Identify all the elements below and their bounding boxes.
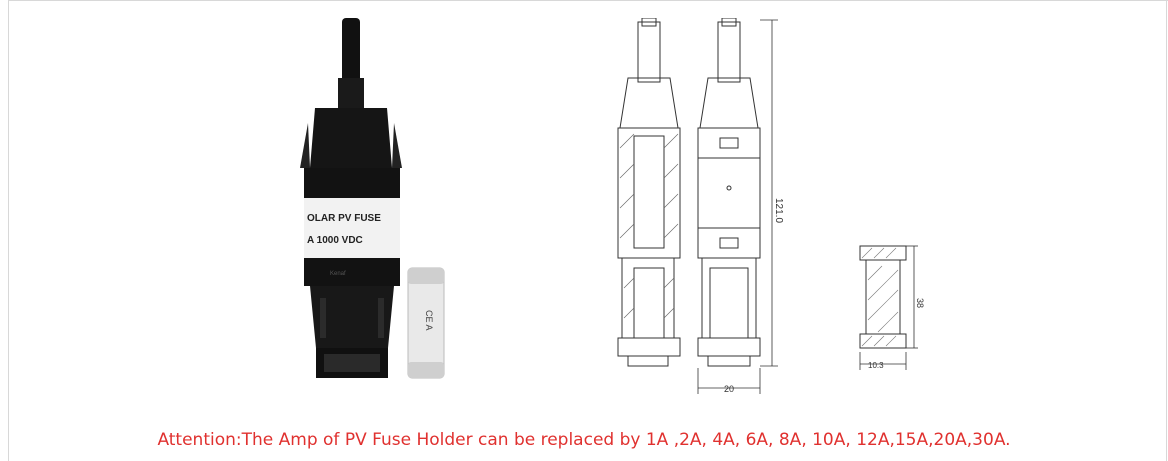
fuse-holder-photo: OLAR PV FUSE A 1000 VDC Kenaf CE A	[300, 18, 445, 379]
photo-brand-mark: Kenaf	[330, 271, 346, 277]
content-frame	[8, 0, 1168, 461]
fuse-dimension-height: 38	[915, 298, 925, 308]
photo-label-line-1: OLAR PV FUSE	[307, 213, 381, 224]
attention-caption: Attention:The Amp of PV Fuse Holder can …	[157, 430, 1011, 450]
fuse-dimension-width: 10.3	[868, 361, 884, 370]
svg-text:CE A: CE A	[424, 310, 434, 331]
dimension-width: 20	[724, 384, 734, 394]
fuse-technical-drawing: 38 10.3	[859, 245, 925, 370]
photo-label-line-2: A 1000 VDC	[307, 235, 363, 246]
content-frame-right-edge	[1166, 0, 1167, 461]
dimension-height: 121.0	[773, 198, 784, 223]
fuse-holder-technical-drawing: 121.0 20	[617, 18, 784, 394]
